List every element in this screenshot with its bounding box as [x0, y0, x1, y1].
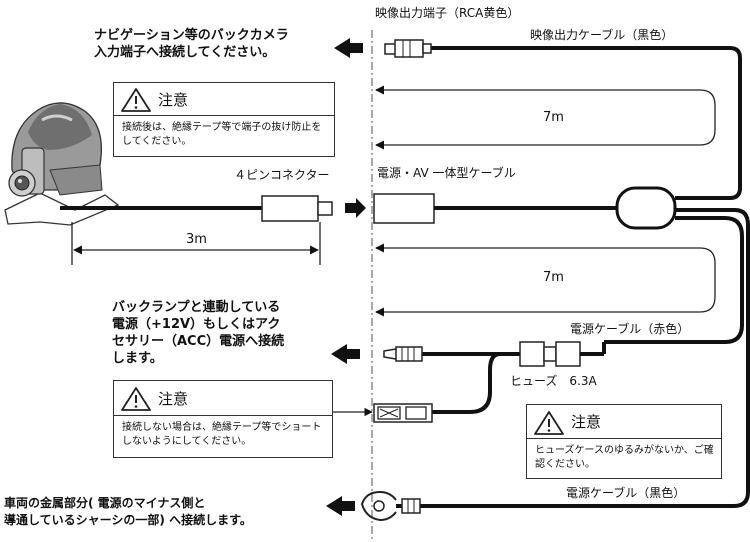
- female-spade-terminal: [373, 403, 433, 423]
- fuse-holder: [422, 341, 606, 367]
- power-cable-black: [418, 208, 750, 508]
- arrow-ground: [326, 496, 355, 516]
- caution-title-2: 注意: [158, 389, 189, 408]
- caution-box-2: 注意 接続しない場合は、絶縁テープ等でショートしないようにしてください。: [113, 380, 333, 458]
- video-output-cable: [430, 46, 742, 200]
- power-black-label: 電源ケーブル（黒色）: [566, 486, 686, 500]
- nav-connect-line1: ナビゲーション等のバックカメラ: [94, 28, 289, 43]
- fuse-label: ヒューズ 6.3A: [510, 374, 597, 388]
- camera-illustration: [4, 102, 120, 226]
- caution-body-3: ヒューズケースのゆるみがないか、ご確認ください。: [535, 445, 714, 470]
- backlamp-line3: セサリー（ACC）電源へ接続: [112, 334, 285, 349]
- warning-icon: [534, 410, 564, 435]
- insert-arrow: [345, 198, 366, 218]
- backlamp-line4: します。: [112, 351, 163, 366]
- ground-line1: 車両の金属部分( 電源のマイナス側と: [4, 496, 206, 510]
- video-length-label: 7m: [543, 110, 564, 125]
- video-cable-label: 映像出力ケーブル（黒色）: [530, 28, 674, 42]
- ground-ring-terminal: [360, 490, 421, 522]
- power-cable-main: [604, 216, 744, 344]
- nav-connect-line2: 入力端子へ接続してください。: [94, 45, 276, 60]
- connector-4pin-male: [261, 195, 319, 222]
- power-length-label: 7m: [543, 270, 564, 285]
- caution-box-3: 注意 ヒューズケースのゆるみがないか、ご確認ください。: [526, 404, 722, 479]
- caution-body-2: 接続しない場合は、絶縁テープ等でショートしないようにしてください。: [122, 422, 322, 447]
- caution-title-1: 注意: [158, 90, 189, 109]
- ground-line2: 導通しているシャーシの一部) へ接続します。: [4, 513, 252, 527]
- caution-title-3: 注意: [571, 413, 602, 431]
- backlamp-line1: バックランプと連動している: [112, 300, 281, 315]
- rca-plug: [384, 39, 432, 58]
- rca-terminal-label: 映像出力端子（RCA黄色）: [375, 6, 520, 20]
- power-red-label: 電源ケーブル（赤色）: [570, 322, 690, 336]
- arrow-nav: [334, 38, 363, 58]
- cable-splitter: [615, 186, 677, 230]
- connector-4pin-female: [373, 193, 435, 224]
- caution-box-1: 注意 接続後は、絶縁テープ等で端子の抜け防止をしてください。: [113, 82, 335, 157]
- camera-length-label: 3m: [186, 232, 207, 247]
- arrow-backlamp: [331, 344, 360, 364]
- power-av-cable-label: 電源・AV 一体型ケーブル: [377, 166, 516, 180]
- caution-body-1: 接続後は、絶縁テープ等で端子の抜け防止をしてください。: [122, 122, 322, 147]
- plus12v-terminal: [383, 346, 423, 362]
- connector-4pin-label: ４ピンコネクター: [234, 168, 330, 182]
- warning-icon: [121, 88, 151, 112]
- backlamp-line2: 電源（+12V）もしくはアク: [112, 317, 281, 332]
- warning-icon: [121, 387, 151, 411]
